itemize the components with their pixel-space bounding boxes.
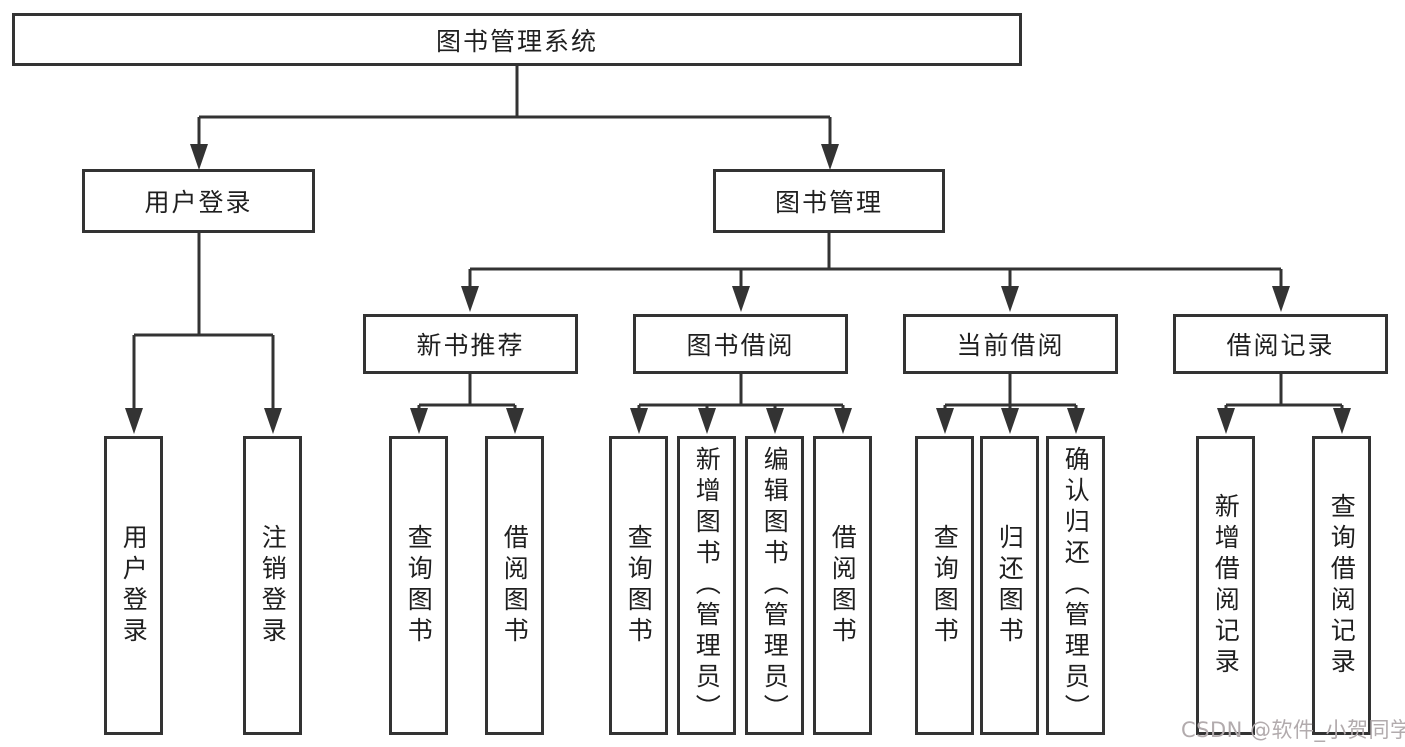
leaf-label: 查询借阅记录	[1327, 492, 1357, 679]
wire-borrowing-records-children	[1217, 374, 1351, 434]
leaf-label: 借阅图书	[500, 523, 530, 648]
node-borrowing-records: 借阅记录	[1173, 314, 1388, 374]
wire-book-borrowing-children	[630, 374, 852, 434]
node-label: 新书推荐	[416, 331, 525, 360]
leaf-label: 编辑图书（管理员）	[760, 446, 790, 725]
node-label: 图书借阅	[686, 331, 795, 360]
node-label: 图书管理	[774, 188, 883, 217]
node-current-borrowing: 当前借阅	[903, 314, 1118, 374]
leaf-label: 查询图书	[404, 523, 434, 648]
leaf-search-books-recommend: 查询图书	[389, 436, 448, 735]
node-label: 图书管理系统	[435, 26, 598, 56]
node-book-borrowing: 图书借阅	[633, 314, 848, 374]
leaf-return-books: 归还图书	[980, 436, 1039, 735]
leaf-label: 查询图书	[624, 523, 654, 648]
node-library-management-system: 图书管理系统	[12, 13, 1022, 66]
leaf-label: 注销登录	[258, 523, 288, 648]
leaf-label: 新增借阅记录	[1211, 492, 1241, 679]
leaf-search-borrow-record: 查询借阅记录	[1312, 436, 1371, 735]
node-label: 当前借阅	[956, 331, 1065, 360]
leaf-add-borrow-record: 新增借阅记录	[1196, 436, 1255, 735]
wire-new-book-recommendation-children	[410, 374, 524, 434]
leaf-borrow-books-recommend: 借阅图书	[485, 436, 544, 735]
leaf-user-login: 用户登录	[104, 436, 163, 735]
leaf-label: 借阅图书	[828, 523, 858, 648]
leaf-label: 用户登录	[119, 523, 149, 648]
leaf-search-books-borrowing: 查询图书	[609, 436, 668, 735]
leaf-logout: 注销登录	[243, 436, 302, 735]
node-new-book-recommendation: 新书推荐	[363, 314, 578, 374]
leaf-search-books-current: 查询图书	[915, 436, 974, 735]
leaf-label: 归还图书	[995, 523, 1025, 648]
wire-user-login-children	[125, 233, 282, 434]
wire-current-borrowing-children	[936, 374, 1085, 434]
leaf-label: 确认归还（管理员）	[1061, 446, 1091, 725]
leaf-add-books-admin: 新增图书（管理员）	[677, 436, 736, 735]
wire-root-to-branches	[190, 66, 839, 170]
leaf-confirm-return-admin: 确认归还（管理员）	[1046, 436, 1105, 735]
watermark-text: CSDN @软件_小贺同学	[1181, 718, 1405, 742]
wire-book-management-children	[461, 233, 1290, 312]
node-user-login: 用户登录	[82, 169, 315, 233]
node-book-management: 图书管理	[713, 169, 945, 233]
leaf-label: 新增图书（管理员）	[692, 446, 722, 725]
leaf-edit-books-admin: 编辑图书（管理员）	[745, 436, 804, 735]
leaf-borrow-books-borrowing: 借阅图书	[813, 436, 872, 735]
leaf-label: 查询图书	[930, 523, 960, 648]
node-label: 借阅记录	[1226, 331, 1335, 360]
node-label: 用户登录	[144, 188, 253, 217]
